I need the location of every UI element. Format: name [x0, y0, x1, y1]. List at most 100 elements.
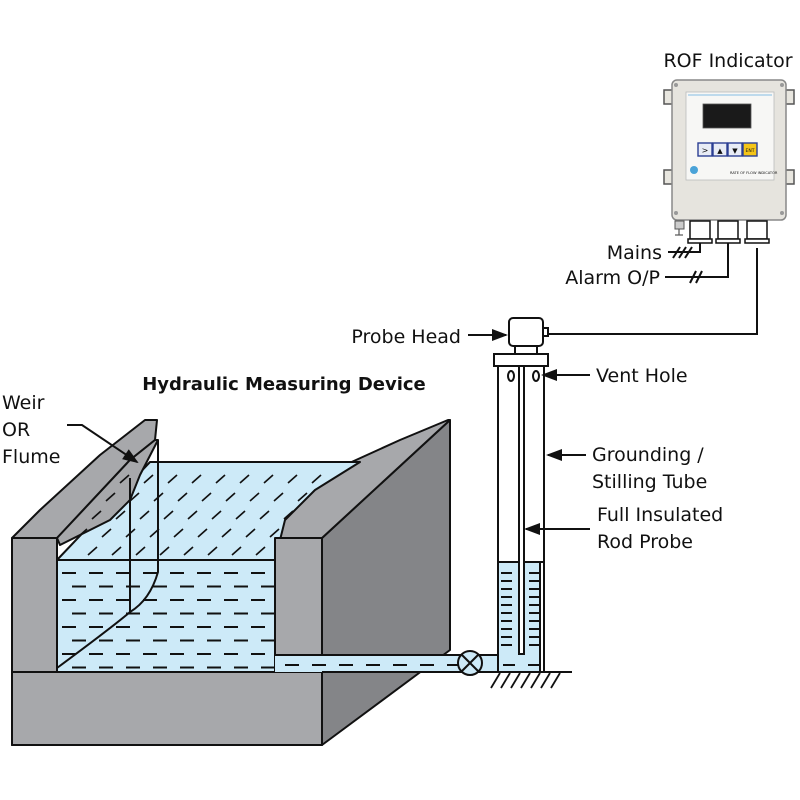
grounding-label-line1: Grounding /	[592, 444, 704, 466]
weir-curve	[56, 440, 159, 669]
surface-hatch	[255, 546, 266, 556]
water-surface-hatching	[77, 474, 322, 556]
surface-hatch	[129, 492, 140, 502]
surface-hatch	[311, 474, 322, 484]
ground-hatch	[490, 672, 501, 689]
tube-flange	[493, 353, 549, 367]
leader-lines	[67, 329, 590, 535]
surface-hatch	[173, 528, 184, 538]
stilling-tube	[490, 353, 572, 673]
surface-hatch	[249, 492, 260, 502]
ground-hatch	[550, 672, 561, 689]
ground-hatching	[490, 672, 561, 689]
hydraulic-tank	[11, 419, 500, 746]
surface-hatch	[159, 546, 170, 556]
alarm-output-label: Alarm O/P	[565, 267, 660, 289]
rod-probe	[518, 365, 525, 655]
panel-text: RATE OF FLOW INDICATOR	[730, 171, 778, 175]
surface-hatch	[269, 528, 280, 538]
surface-hatch	[105, 492, 116, 502]
surface-hatch	[201, 492, 212, 502]
surface-hatch	[87, 546, 98, 556]
surface-hatch	[235, 510, 246, 520]
surface-hatch	[283, 510, 294, 520]
earth-terminal	[674, 220, 685, 230]
wiring	[665, 243, 729, 284]
vent-hole-left	[507, 370, 515, 382]
surface-hatch	[167, 474, 178, 484]
surface-hatch	[221, 528, 232, 538]
gland-alarm	[717, 220, 739, 240]
key-enter-glyph: ENT	[746, 148, 755, 154]
surface-hatch	[115, 510, 126, 520]
surface-hatch	[183, 546, 194, 556]
key-up	[712, 142, 728, 157]
front-water	[56, 559, 276, 673]
surface-hatch	[139, 510, 150, 520]
surface-hatch	[287, 474, 298, 484]
key-down-glyph: ▼	[732, 147, 738, 155]
surface-hatch	[225, 492, 236, 502]
ground-hatch	[510, 672, 521, 689]
diagram-title: Hydraulic Measuring Device	[142, 374, 426, 395]
vent-hole-label: Vent Hole	[596, 365, 688, 387]
rof-indicator: > ▲ ▼ ENT RATE OF FLOW INDICATOR	[663, 79, 795, 244]
surface-hatch	[259, 510, 270, 520]
surface-hatch	[187, 510, 198, 520]
surface-hatch	[207, 546, 218, 556]
vent-hole-right	[532, 370, 540, 382]
surface-hatch	[191, 474, 202, 484]
probe-head-label: Probe Head	[351, 326, 461, 348]
grounding-label-line2: Stilling Tube	[592, 471, 707, 493]
surface-hatch	[263, 474, 274, 484]
ground-hatch	[500, 672, 511, 689]
gland-signal	[746, 220, 768, 240]
tank-front-bottom	[11, 671, 323, 746]
surface-hatch	[215, 474, 226, 484]
surface-hatch	[211, 510, 222, 520]
surface-hatch	[297, 492, 308, 502]
display-window	[702, 103, 752, 129]
surface-hatch	[111, 546, 122, 556]
surface-hatch	[135, 546, 146, 556]
key-shift	[697, 142, 713, 157]
logo-icon	[690, 166, 698, 174]
probe-head	[508, 317, 549, 355]
rof-indicator-label: ROF Indicator	[663, 50, 792, 72]
surface-hatch	[239, 474, 250, 484]
outlet-pipe	[275, 655, 500, 672]
tank-right-pillar	[274, 537, 323, 656]
key-up-glyph: ▲	[717, 147, 723, 155]
ground-hatch	[540, 672, 551, 689]
surface-hatch	[153, 492, 164, 502]
surface-hatch	[101, 528, 112, 538]
surface-hatch	[231, 546, 242, 556]
surface-hatch	[197, 528, 208, 538]
surface-hatch	[77, 528, 88, 538]
ground-hatch	[530, 672, 541, 689]
gland-mains	[689, 220, 711, 240]
weir-label-line2: OR	[2, 419, 30, 441]
surface-hatch	[273, 492, 284, 502]
weir-label-line1: Weir	[2, 392, 45, 414]
signal-cable	[548, 248, 758, 335]
front-water-dashes	[62, 572, 461, 669]
surface-hatch	[119, 474, 130, 484]
surface-hatch	[125, 528, 136, 538]
tube-water-dashes	[501, 572, 540, 666]
surface-hatch	[163, 510, 174, 520]
weir-arrow	[67, 424, 139, 464]
mains-label: Mains	[607, 242, 662, 264]
key-down	[727, 142, 743, 157]
rod-probe-label-line2: Rod Probe	[597, 531, 693, 553]
ground-hatch	[520, 672, 531, 689]
surface-hatch	[245, 528, 256, 538]
surface-hatch	[91, 510, 102, 520]
surface-hatch	[177, 492, 188, 502]
valve	[457, 650, 483, 676]
key-shift-glyph: >	[702, 146, 709, 155]
rod-probe-label-line1: Full Insulated	[597, 504, 723, 526]
weir-label-line3: Flume	[2, 446, 60, 468]
